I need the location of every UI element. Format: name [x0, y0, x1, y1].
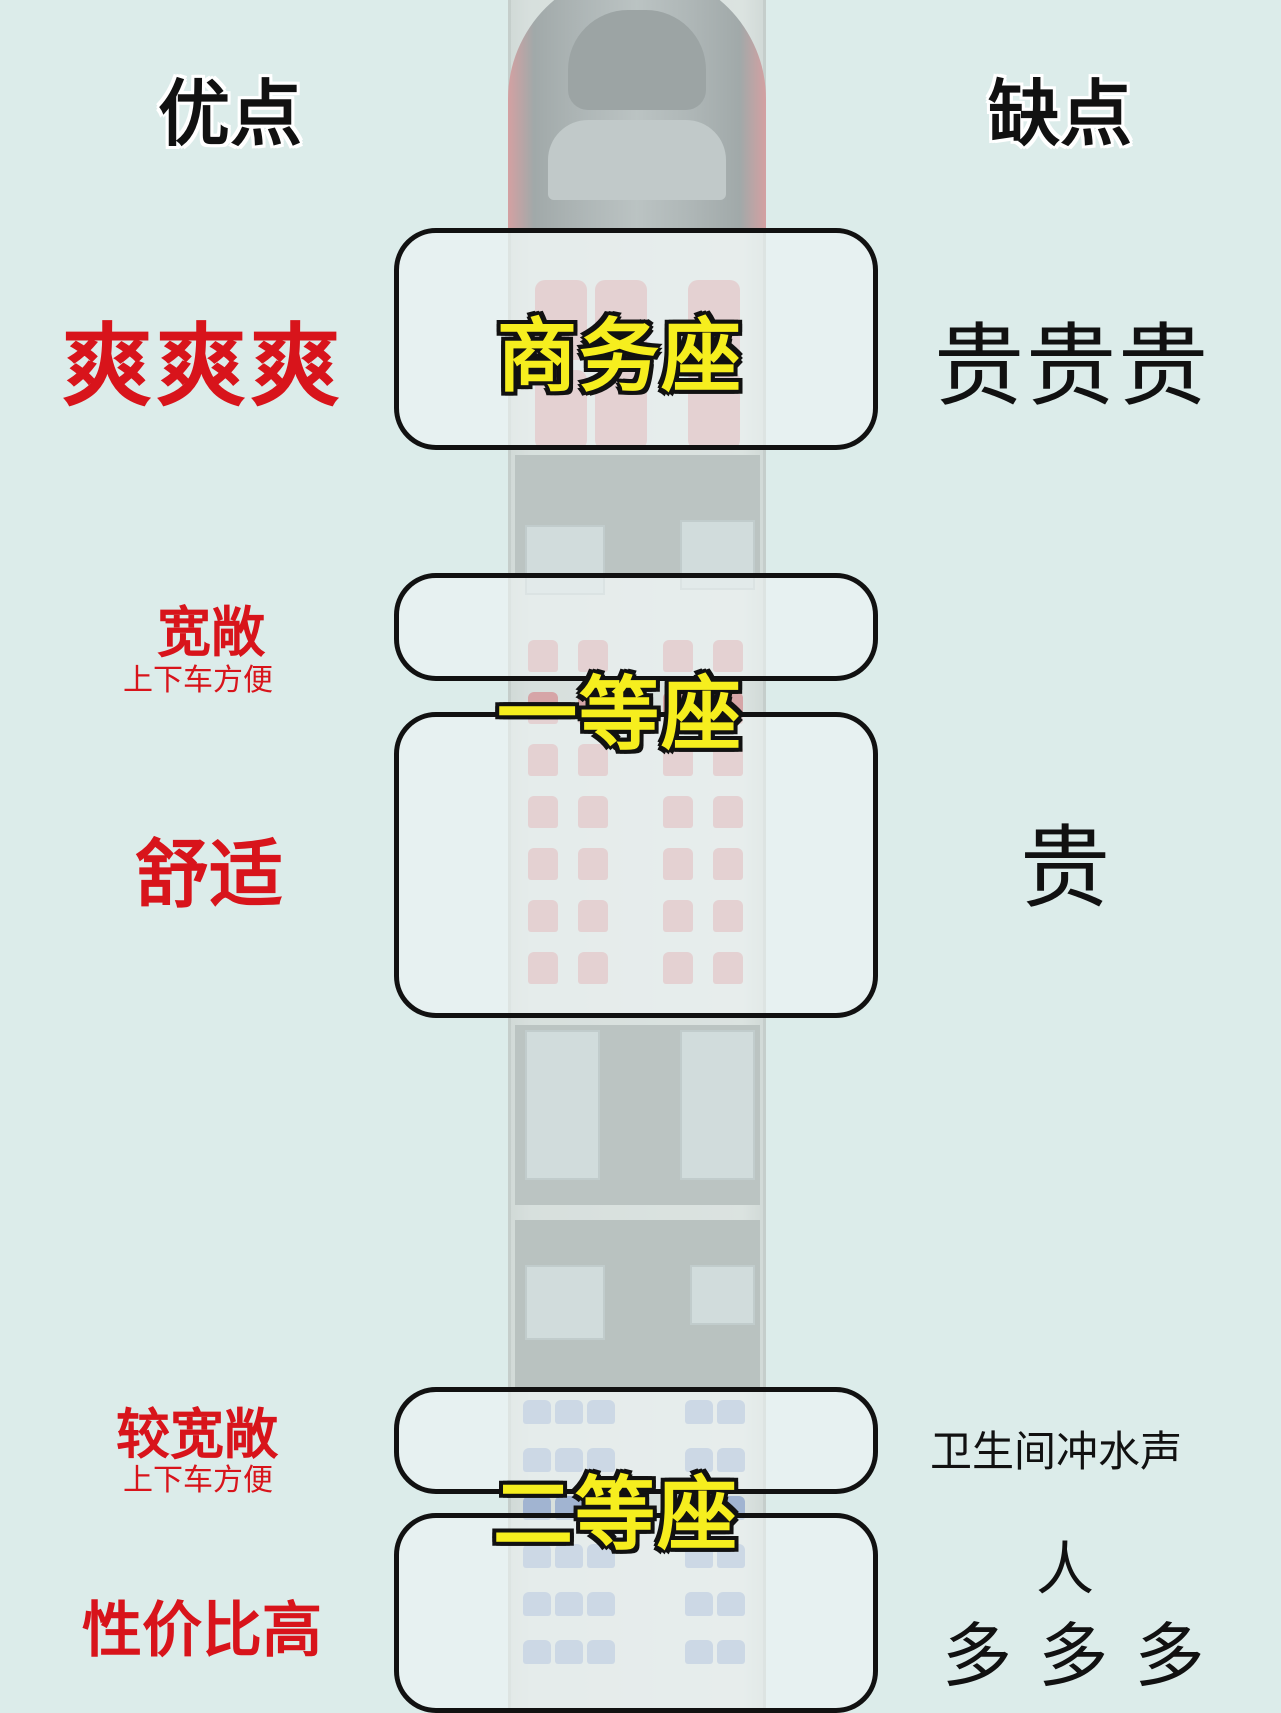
second-front-pro-sub: 上下车方便: [123, 1463, 273, 1498]
first-main-pro: 舒适: [135, 832, 283, 918]
first-main-con: 贵: [1020, 816, 1110, 921]
second-main-frame: [394, 1513, 878, 1713]
business-con: 贵贵贵: [934, 314, 1210, 419]
second-front-pro: 较宽敞: [116, 1403, 278, 1466]
business-pro: 爽爽爽: [62, 314, 344, 419]
business-seat-frame: [394, 228, 878, 450]
second-main-con-line2: 多 多 多: [942, 1615, 1207, 1697]
second-main-con-line1: 人: [1036, 1535, 1095, 1603]
first-front-pro-sub: 上下车方便: [123, 663, 273, 698]
pros-header: 优点: [158, 72, 303, 156]
second-main-pro: 性价比高: [82, 1596, 322, 1666]
first-front-pro: 宽敞: [157, 601, 265, 664]
first-front-frame: [394, 573, 878, 681]
first-main-frame: [394, 712, 878, 1018]
second-front-con: 卫生间冲水声: [930, 1427, 1183, 1476]
cons-header: 缺点: [988, 72, 1133, 156]
second-class-label: 二等座: [493, 1468, 739, 1561]
second-front-frame: [394, 1387, 878, 1494]
business-class-label: 商务座: [497, 310, 743, 403]
first-class-label: 一等座: [497, 668, 743, 761]
